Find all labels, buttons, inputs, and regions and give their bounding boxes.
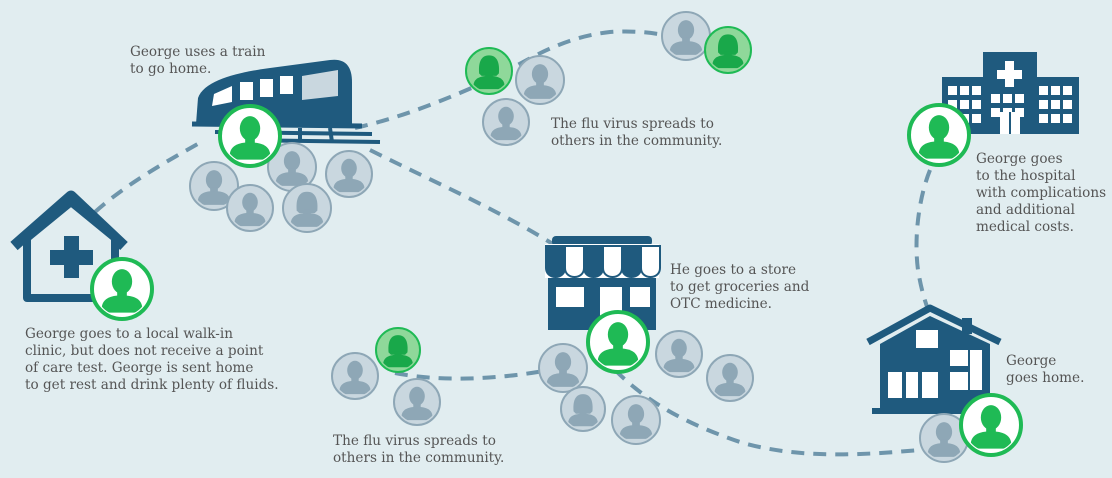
person-avatar-icon xyxy=(482,98,530,146)
person-avatar-icon xyxy=(375,327,421,373)
person-avatar-icon xyxy=(959,393,1023,457)
person-avatar-icon xyxy=(515,55,565,105)
person-avatar-icon xyxy=(218,104,282,168)
person-avatar-icon xyxy=(226,184,274,232)
person-avatar-icon xyxy=(393,378,441,426)
person-avatar-icon xyxy=(661,11,711,61)
person-avatar-icon xyxy=(465,47,513,95)
person-avatar-icon xyxy=(560,386,606,432)
person-avatar-icon xyxy=(706,354,754,402)
person-avatar-icon xyxy=(538,343,588,393)
person-avatar-icon xyxy=(325,150,373,198)
people-group xyxy=(90,11,1023,463)
clinic-building-icon xyxy=(10,190,128,302)
person-avatar-icon xyxy=(282,183,332,233)
store-icon xyxy=(545,236,661,330)
person-avatar-icon xyxy=(189,161,239,211)
journey-path-segment xyxy=(613,368,941,457)
journey-path-segment xyxy=(369,148,572,257)
person-avatar-icon xyxy=(611,395,661,445)
person-avatar-icon xyxy=(586,310,650,374)
journey-path-segment xyxy=(914,169,934,321)
journey-path-segment xyxy=(93,138,206,214)
person-avatar-icon xyxy=(907,103,971,167)
person-avatar-icon xyxy=(331,352,379,400)
person-avatar-icon xyxy=(704,26,752,74)
house-icon xyxy=(866,304,1002,414)
person-avatar-icon xyxy=(655,330,703,378)
journey-path-segment xyxy=(394,366,561,381)
person-avatar-icon xyxy=(90,257,154,321)
